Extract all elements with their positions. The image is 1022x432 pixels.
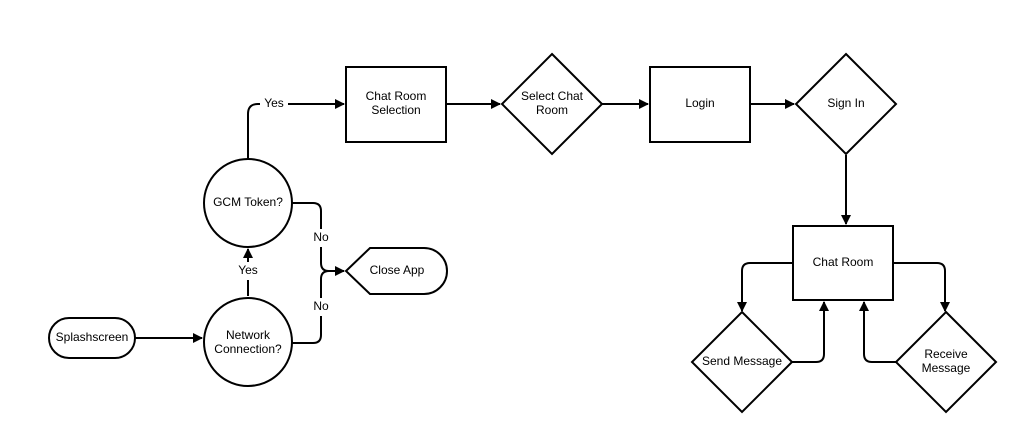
node-gcm-label: GCM Token? [213, 195, 283, 209]
node-network-label-line2: Connection? [214, 342, 282, 356]
node-close-app-label: Close App [370, 263, 425, 277]
node-select-chat-room: Select Chat Room [500, 52, 604, 156]
edge-receive-message-to-chat-room [859, 301, 896, 363]
node-select-chat-room-line2: Room [536, 103, 568, 117]
edge-label-gcm-selection: Yes [264, 96, 284, 110]
nodes: Splashscreen Network Connection? GCM Tok… [48, 52, 998, 414]
node-send-message-label: Send Message [702, 354, 782, 368]
node-chat-room-selection-line1: Chat Room [366, 89, 427, 103]
node-chat-room-selection-line2: Selection [371, 103, 420, 117]
node-select-chat-room-line1: Select Chat [521, 89, 584, 103]
node-network-label-line1: Network [226, 328, 271, 342]
node-chat-room-selection: Chat Room Selection [345, 66, 447, 143]
node-chat-room: Chat Room [792, 225, 894, 301]
node-login: Login [649, 66, 751, 143]
edge-label-network-gcm: Yes [238, 263, 258, 277]
node-sign-in: Sign In [794, 52, 898, 156]
edge-chat-room-to-send-message [737, 262, 793, 312]
edge-labels: Yes Yes No No [236, 95, 331, 316]
node-sign-in-label: Sign In [827, 96, 864, 110]
node-close-app: Close App [344, 247, 448, 295]
edge-chat-room-to-receive-message [893, 262, 950, 312]
node-network-connection: Network Connection? [203, 297, 293, 387]
node-chat-room-label: Chat Room [813, 255, 874, 269]
edge-label-network-close: No [313, 299, 329, 313]
node-gcm-token: GCM Token? [203, 158, 293, 248]
node-splashscreen: Splashscreen [48, 317, 136, 359]
node-login-label: Login [685, 96, 714, 110]
node-splashscreen-label: Splashscreen [56, 330, 129, 344]
node-receive-message-line2: Message [922, 361, 971, 375]
edge-label-gcm-close: No [313, 230, 329, 244]
node-receive-message-line1: Receive [924, 347, 968, 361]
node-send-message: Send Message [690, 310, 794, 414]
edge-send-message-to-chat-room [792, 301, 829, 363]
edge-gcm-to-chat-room-selection [247, 99, 345, 158]
node-receive-message: Receive Message [894, 310, 998, 414]
